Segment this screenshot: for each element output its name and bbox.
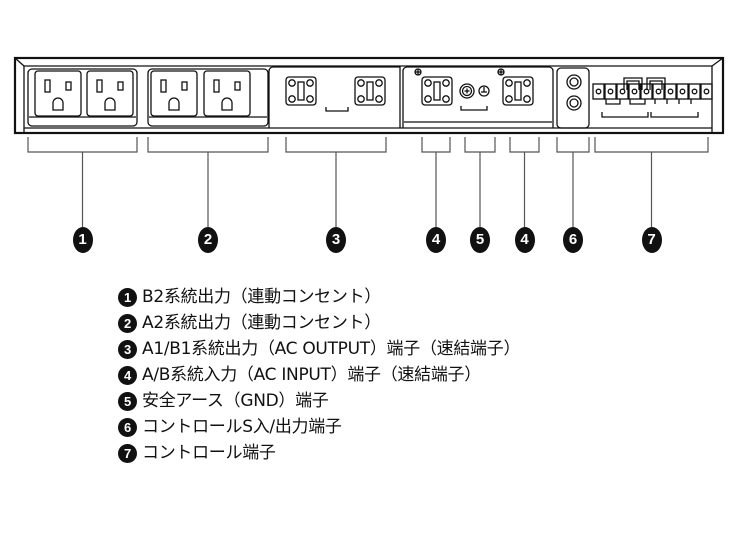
outlet-group-b2 [27,68,138,127]
screw-terminal [700,83,713,100]
screw-icon [497,68,505,76]
terminal-block-icon [502,76,534,106]
screw-terminal [652,83,665,100]
legend-number-badge: 5 [118,391,137,411]
callout-number-5: 5 [470,227,490,253]
screw-terminal [688,83,701,100]
callout-bracket [421,137,451,227]
callout-bracket [594,137,709,227]
outlet-icon [86,70,134,117]
screw-icon [414,68,422,76]
callout-bracket [285,137,387,227]
callout-bracket [27,137,138,227]
rear-panel-diagram [13,56,725,227]
gnd-terminal-icon [459,83,490,111]
legend-number-badge: 7 [118,443,137,463]
legend-number-badge: 3 [118,339,137,359]
outlet-icon [150,70,198,117]
legend-number-badge: 1 [118,287,137,307]
callout-bracket [556,137,590,227]
callout-number-2: 2 [198,227,218,253]
callout-number-4: 4 [426,227,446,253]
ac-output-terminals [268,66,401,128]
terminal-block-icon [421,76,453,106]
screw-terminal [592,83,605,100]
outlet-group-a2 [147,68,269,127]
callout-number-6: 6 [563,227,583,253]
callout-bracket [464,137,496,227]
legend-text: A1/B1系統出力（AC OUTPUT）端子（速結端子） [142,339,521,359]
chassis [13,56,725,135]
legend-number-badge: 2 [118,313,137,333]
legend-text: B2系統出力（連動コンセント） [142,287,381,307]
screw-terminal [664,83,677,100]
callout-bracket [147,137,269,227]
screw-terminal [628,83,641,100]
outlet-icon [34,70,82,117]
control-terminals [592,77,713,118]
terminal-block-icon [354,76,386,106]
outlet-icon [203,70,251,117]
callout-leaders [27,137,709,227]
legend-text: 安全アース（GND）端子 [142,391,329,411]
callout-bracket [509,137,540,227]
callout-number-1: 1 [72,227,93,253]
callout-number-7: 7 [641,227,662,253]
screw-terminal [604,83,617,100]
input-panel [402,66,554,128]
legend-text: コントロールS入/出力端子 [142,417,342,437]
legend-text: A/B系統入力（AC INPUT）端子（速結端子） [142,365,481,385]
legend-text: A2系統出力（連動コンセント） [142,313,381,333]
callout-number-3: 3 [326,227,346,253]
screw-terminal [616,83,629,100]
legend-number-badge: 4 [118,365,137,385]
control-s-io [556,67,590,129]
callout-number-4: 4 [514,227,535,253]
screw-terminal [676,83,689,100]
terminal-block-icon [285,76,317,106]
legend-text: コントロール端子 [142,443,276,463]
legend-number-badge: 6 [118,417,137,437]
